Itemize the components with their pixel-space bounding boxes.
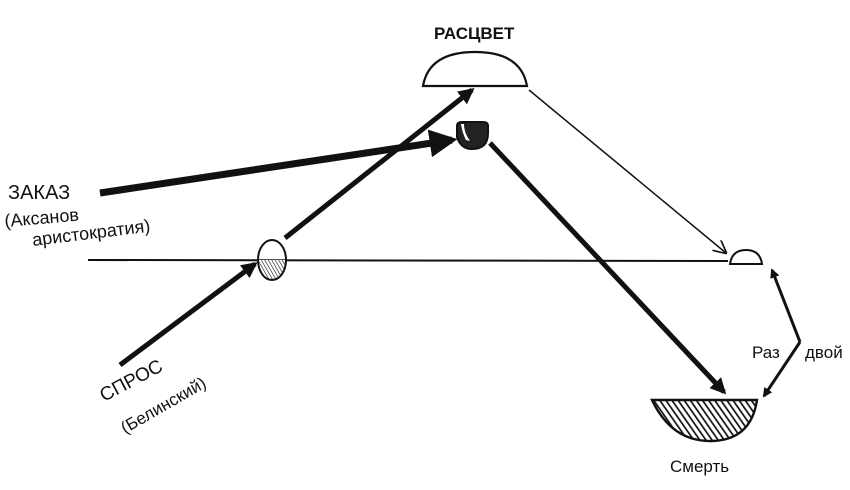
split-label-part2: двой [805,343,843,362]
split-arrow [770,268,802,343]
death-label: Смерть [670,457,729,476]
order-arrow [99,129,458,197]
bloom-label: РАСЦВЕТ [434,24,515,43]
death-shape [650,398,759,443]
split-node [728,248,764,265]
decline-to-death-arrow [488,141,727,395]
bloom-to-split-arrow [528,89,726,253]
split-arrow-lower [762,341,802,398]
order-node [456,121,489,151]
baseline [87,259,729,262]
order-label: ЗАКАЗ [8,182,70,204]
baseline-node [257,239,287,281]
demand-arrow [118,261,258,368]
rise-to-bloom-arrow [283,88,475,240]
split-label-part1: Раз [752,343,780,362]
bloom-dome [421,50,529,88]
